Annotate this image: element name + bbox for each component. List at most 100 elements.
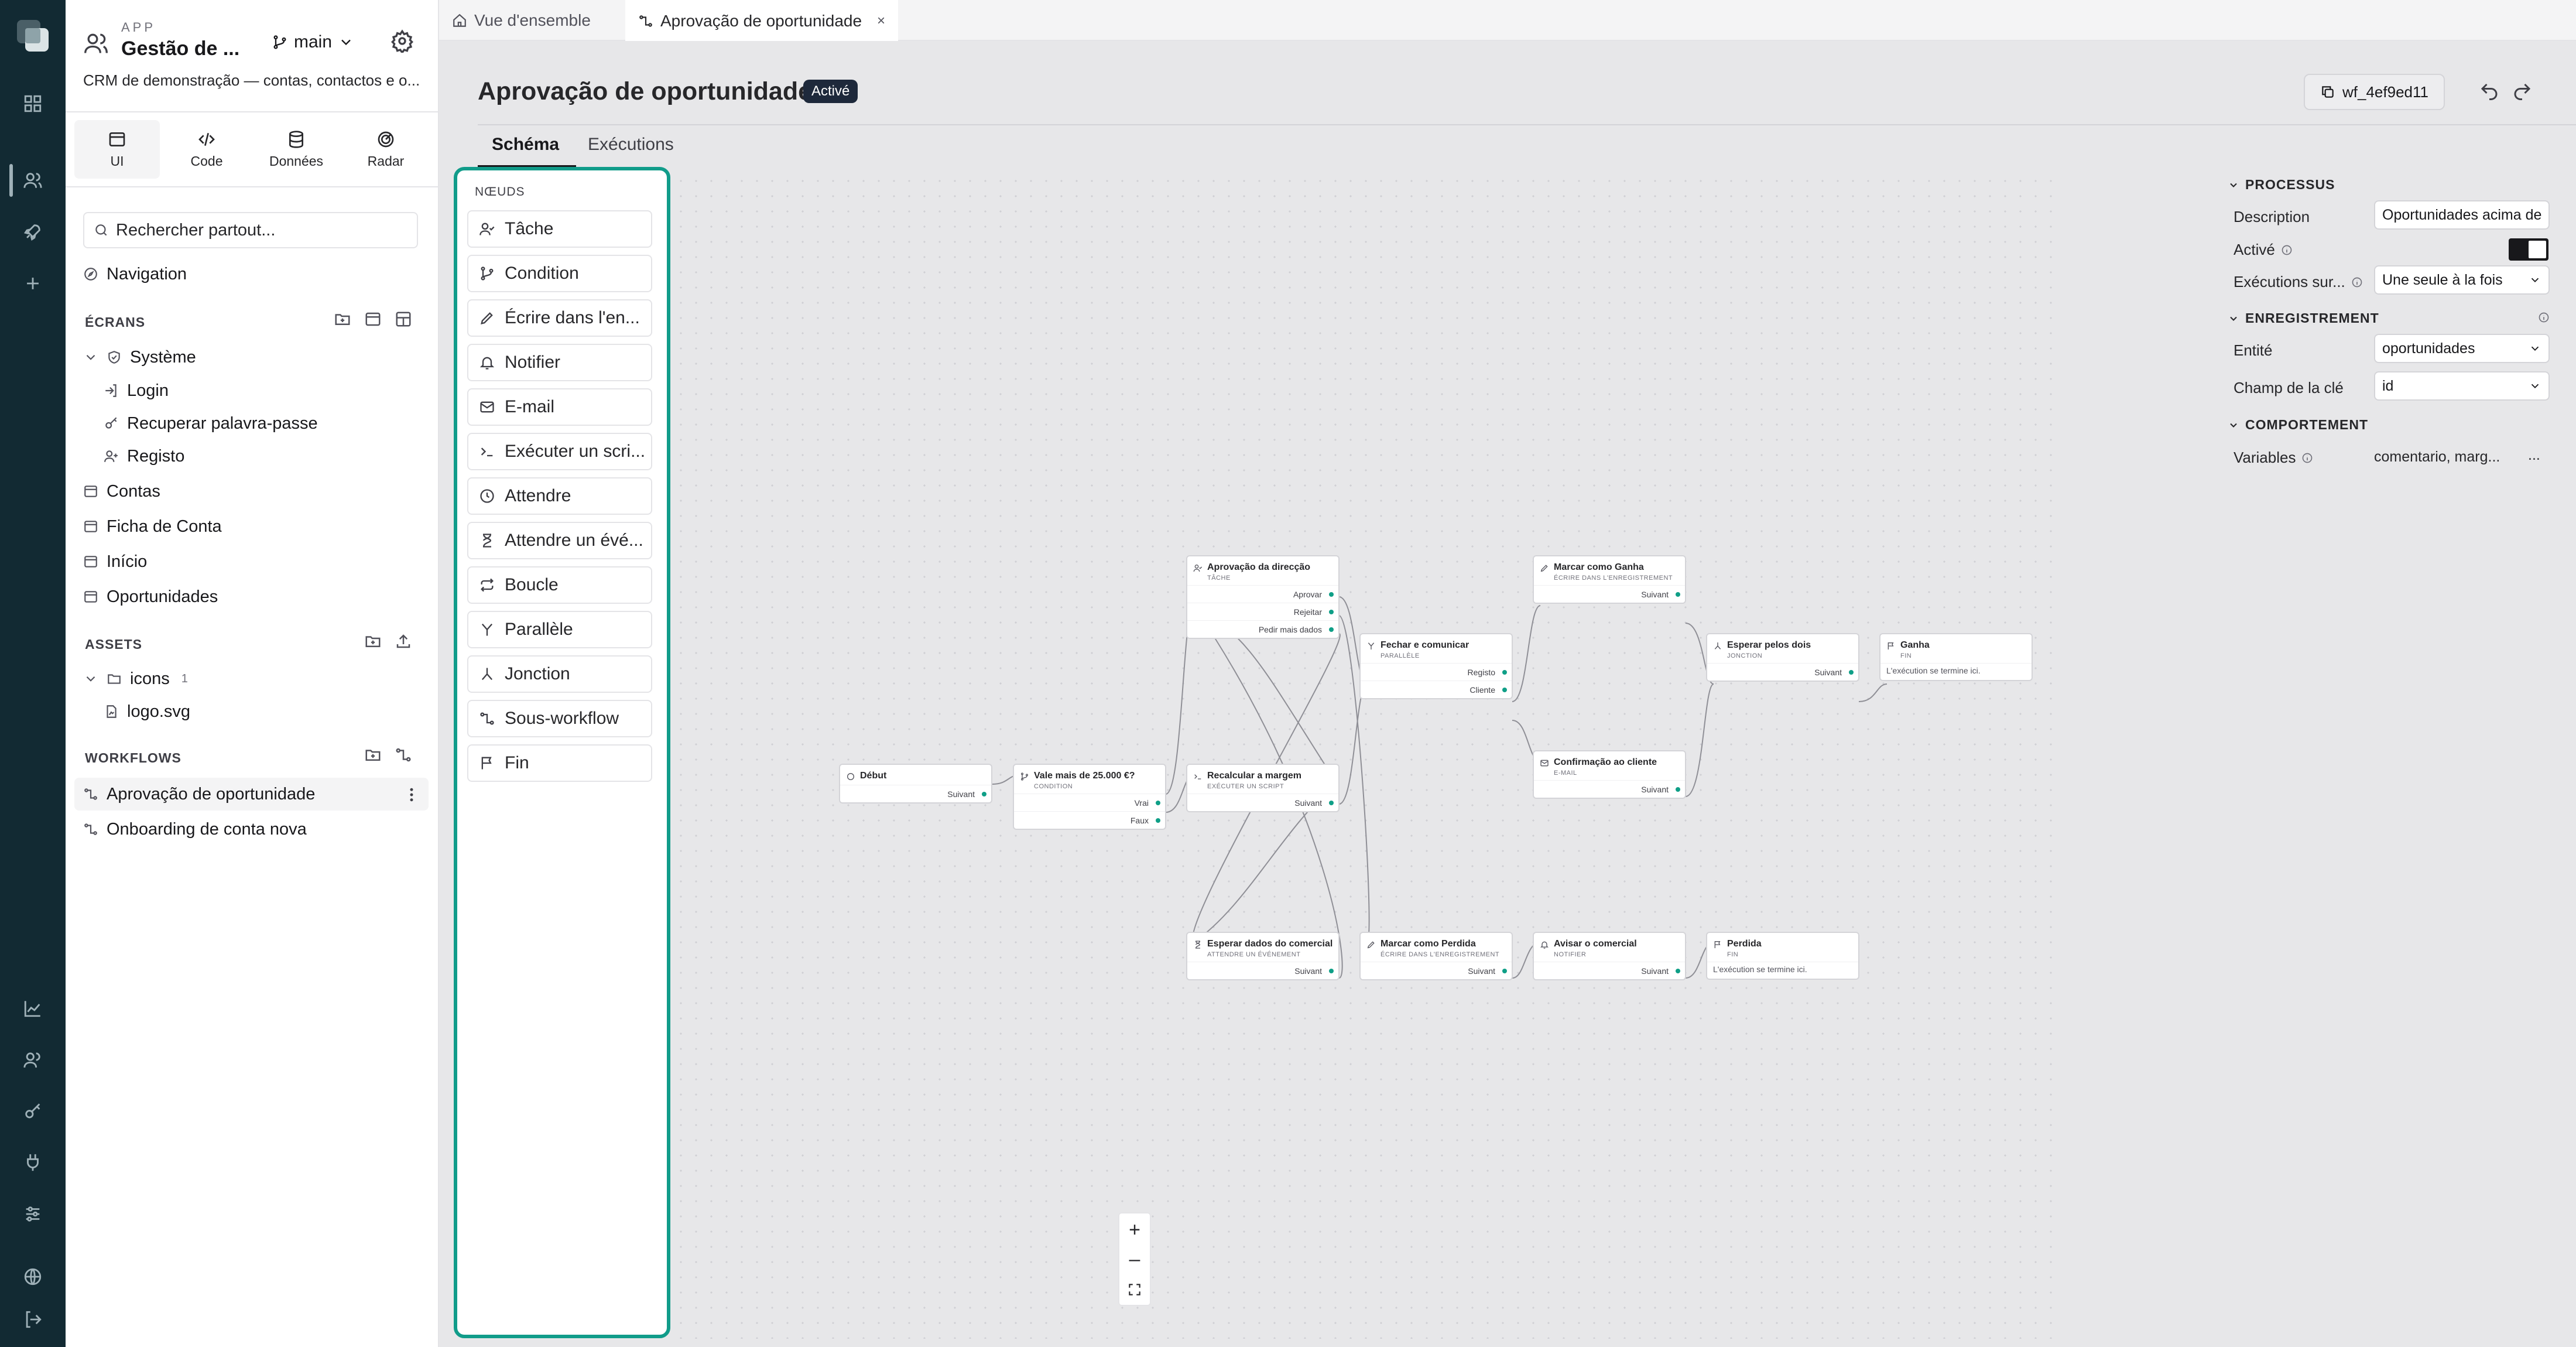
port-handle[interactable] — [1502, 968, 1507, 973]
chart-icon[interactable] — [18, 994, 47, 1023]
variables-value[interactable]: comentario, marg... — [2374, 449, 2500, 465]
node-port[interactable]: Suivant — [1534, 780, 1685, 798]
port-handle[interactable] — [1676, 787, 1680, 792]
screen-item-register[interactable]: Registo — [104, 441, 184, 471]
gear-icon[interactable] — [390, 29, 414, 53]
section-comportement[interactable]: COMPORTEMENT — [2228, 417, 2368, 433]
branch-selector[interactable]: main — [272, 30, 354, 54]
port-handle[interactable] — [1676, 592, 1680, 597]
mode-donnees[interactable]: Données — [254, 120, 339, 179]
workflow-item-onboarding[interactable]: Onboarding de conta nova — [83, 814, 307, 845]
new-folder-icon[interactable] — [334, 310, 355, 331]
zoom-out-button[interactable]: – — [1129, 1247, 1140, 1270]
workflow-item-aprovacao[interactable]: Aprovação de oportunidade — [83, 779, 315, 809]
more-vertical-icon[interactable] — [403, 785, 420, 805]
upload-icon[interactable] — [395, 633, 416, 654]
node-port[interactable]: Aprovar — [1187, 585, 1338, 603]
port-handle[interactable] — [1502, 669, 1507, 675]
palette-item-join[interactable]: Jonction — [467, 655, 652, 693]
asset-file-logo[interactable]: logo.svg — [104, 696, 190, 727]
palette-item-subworkflow[interactable]: Sous-workflow — [467, 700, 652, 737]
palette-item-wait[interactable]: Attendre — [467, 477, 652, 515]
screen-item-ficha-de-conta[interactable]: Ficha de Conta — [83, 511, 222, 542]
tab-workflow[interactable]: Aprovação de oportunidade × — [625, 0, 899, 42]
port-handle[interactable] — [1329, 800, 1334, 805]
section-enregistrement[interactable]: ENREGISTREMENT — [2228, 310, 2379, 326]
palette-item-end[interactable]: Fin — [467, 744, 652, 782]
tab-schema[interactable]: Schéma — [492, 135, 560, 154]
port-handle[interactable] — [1329, 609, 1334, 614]
mode-radar[interactable]: Radar — [343, 120, 429, 179]
port-handle[interactable] — [1329, 968, 1334, 973]
copy-id-button[interactable]: wf_4ef9ed11 — [2304, 74, 2445, 110]
palette-item-task[interactable]: Tâche — [467, 210, 652, 248]
port-handle[interactable] — [1329, 627, 1334, 632]
logout-icon[interactable] — [18, 1305, 47, 1334]
node-port[interactable]: Suivant — [1187, 962, 1338, 979]
entity-select[interactable]: oportunidades — [2374, 334, 2550, 363]
globe-icon[interactable] — [18, 1262, 47, 1291]
palette-item-condition[interactable]: Condition — [467, 255, 652, 292]
users-icon[interactable] — [18, 166, 47, 195]
palette-item-loop[interactable]: Boucle — [467, 566, 652, 604]
port-handle[interactable] — [1156, 800, 1160, 805]
node-port[interactable]: Pedir mais dados — [1187, 620, 1338, 638]
screen-item-recover-password[interactable]: Recuperar palavra-passe — [104, 408, 318, 439]
palette-item-notify[interactable]: Notifier — [467, 344, 652, 381]
node-port[interactable]: Suivant — [1361, 962, 1512, 979]
node-port[interactable]: Faux — [1014, 811, 1165, 829]
app-name[interactable]: Gestão de ... — [121, 37, 240, 60]
screen-item-oportunidades[interactable]: Oportunidades — [83, 582, 218, 612]
description-field[interactable]: Oportunidades acima de — [2374, 200, 2550, 230]
palette-item-script[interactable]: Exécuter un scri... — [467, 433, 652, 470]
new-folder-icon[interactable] — [364, 746, 385, 767]
undo-icon[interactable] — [2479, 81, 2500, 102]
mode-ui[interactable]: UI — [74, 120, 160, 179]
variables-more[interactable]: ... — [2528, 447, 2540, 463]
new-screen-icon[interactable] — [364, 310, 385, 331]
node-port[interactable]: Rejeitar — [1187, 603, 1338, 620]
palette-item-email[interactable]: E-mail — [467, 388, 652, 426]
port-handle[interactable] — [1156, 818, 1160, 823]
navigation-item[interactable]: Navigation — [83, 259, 187, 289]
screen-item-contas[interactable]: Contas — [83, 476, 160, 507]
node-port[interactable]: Suivant — [1534, 962, 1685, 979]
node-port[interactable]: Suivant — [1187, 794, 1338, 811]
screen-item-login[interactable]: Login — [104, 375, 169, 406]
zoom-in-button[interactable]: + — [1129, 1218, 1140, 1241]
port-handle[interactable] — [982, 791, 986, 796]
port-handle[interactable] — [1329, 592, 1334, 597]
flow-node-start[interactable]: Début Suivant — [839, 764, 992, 804]
users-icon[interactable] — [18, 1045, 47, 1075]
node-port[interactable]: Vrai — [1014, 794, 1165, 811]
node-port[interactable]: Suivant — [840, 785, 991, 802]
redo-icon[interactable] — [2512, 81, 2533, 102]
runs-select[interactable]: Une seule à la fois — [2374, 265, 2550, 295]
tab-executions[interactable]: Exécutions — [588, 135, 674, 154]
mode-code[interactable]: Code — [164, 120, 249, 179]
new-workflow-icon[interactable] — [395, 746, 416, 767]
port-handle[interactable] — [1849, 669, 1854, 675]
tree-folder-system[interactable]: Système — [83, 342, 196, 372]
close-icon[interactable]: × — [877, 13, 886, 29]
key-field-select[interactable]: id — [2374, 371, 2550, 401]
node-port[interactable]: Registo — [1361, 663, 1512, 681]
app-logo-icon[interactable] — [15, 18, 51, 54]
active-toggle[interactable] — [2509, 238, 2548, 261]
tab-overview[interactable]: Vue d'ensemble — [439, 0, 604, 41]
layout-template-icon[interactable] — [395, 310, 416, 331]
new-folder-icon[interactable] — [364, 633, 385, 654]
flow-node-condition[interactable]: Vale mais de 25.000 €?CONDITION Vrai Fau… — [1013, 764, 1166, 830]
palette-item-parallel[interactable]: Parallèle — [467, 611, 652, 648]
